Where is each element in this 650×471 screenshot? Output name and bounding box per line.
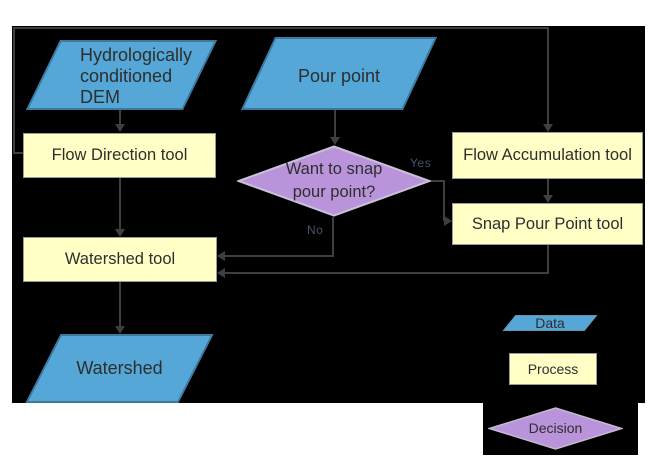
arrowhead-into-watershedtool-right-upper — [217, 251, 225, 261]
decision-node — [237, 145, 431, 217]
legend-process-label: Process — [527, 361, 579, 377]
arrowhead-into-watershedtool-right-lower — [217, 268, 225, 278]
flow-accumulation-label: Flow Accumulation tool — [463, 146, 632, 164]
connector-watershedtool-to-watershed — [119, 282, 121, 327]
arrowhead-into-watershedtool-top — [115, 229, 125, 237]
watershed-tool-node: Watershed tool — [23, 237, 217, 282]
pour-point-label: Pour point — [297, 66, 381, 86]
no-label: No — [307, 223, 324, 237]
connector-yes-horizontal — [430, 180, 445, 182]
watershed-label: Watershed — [76, 358, 163, 378]
connector-snappourpoint-down — [547, 245, 549, 274]
watershed-tool-label: Watershed tool — [64, 250, 176, 268]
dem-label-line2: conditioned — [80, 66, 173, 86]
connector-no-vertical — [332, 217, 334, 257]
legend-decision-shape — [488, 407, 623, 450]
legend-decision-label: Decision — [528, 420, 583, 436]
dem-node-label: Hydrologically conditioned DEM — [80, 45, 192, 108]
arrowhead-into-snappourpoint-left — [444, 216, 452, 226]
decision-label-line2: pour point? — [292, 183, 376, 201]
connector-pourpoint-to-decision — [334, 110, 336, 137]
connector-dem-to-flowdirection — [119, 110, 121, 126]
connector-yes-vertical — [443, 180, 445, 221]
arrowhead-into-decision — [330, 137, 340, 145]
connector-top-horizontal — [13, 27, 549, 29]
arrowhead-into-flowaccumulation — [543, 124, 553, 132]
flow-direction-label: Flow Direction tool — [51, 146, 188, 164]
legend-data-label: Data — [535, 315, 565, 331]
flow-direction-node: Flow Direction tool — [23, 133, 216, 178]
connector-flowdirection-left-stub — [13, 152, 23, 154]
arrowhead-into-watershed — [115, 326, 125, 334]
dem-label-line3: DEM — [80, 87, 120, 107]
decision-label: Want to snap pour point? — [237, 158, 431, 204]
dem-label-line1: Hydrologically — [80, 45, 193, 65]
snap-pour-point-label: Snap Pour Point tool — [471, 214, 624, 233]
connector-down-to-flowaccumulation — [547, 27, 549, 124]
arrowhead-into-flowdirection — [115, 124, 125, 132]
connector-snappourpoint-to-watershedtool — [225, 272, 549, 274]
connector-flowdirection-to-watershedtool — [119, 178, 121, 229]
connector-no-horizontal — [225, 255, 334, 257]
arrowhead-into-snappourpoint-top — [543, 195, 553, 203]
flow-accumulation-node: Flow Accumulation tool — [452, 132, 643, 179]
snap-pour-point-node: Snap Pour Point tool — [452, 203, 643, 245]
connector-flowaccumulation-to-snappourpoint — [547, 179, 549, 196]
yes-label: Yes — [410, 156, 432, 170]
decision-label-line1: Want to snap — [285, 160, 383, 178]
connector-left-vertical — [13, 27, 15, 154]
legend-process-shape: Process — [509, 353, 597, 385]
